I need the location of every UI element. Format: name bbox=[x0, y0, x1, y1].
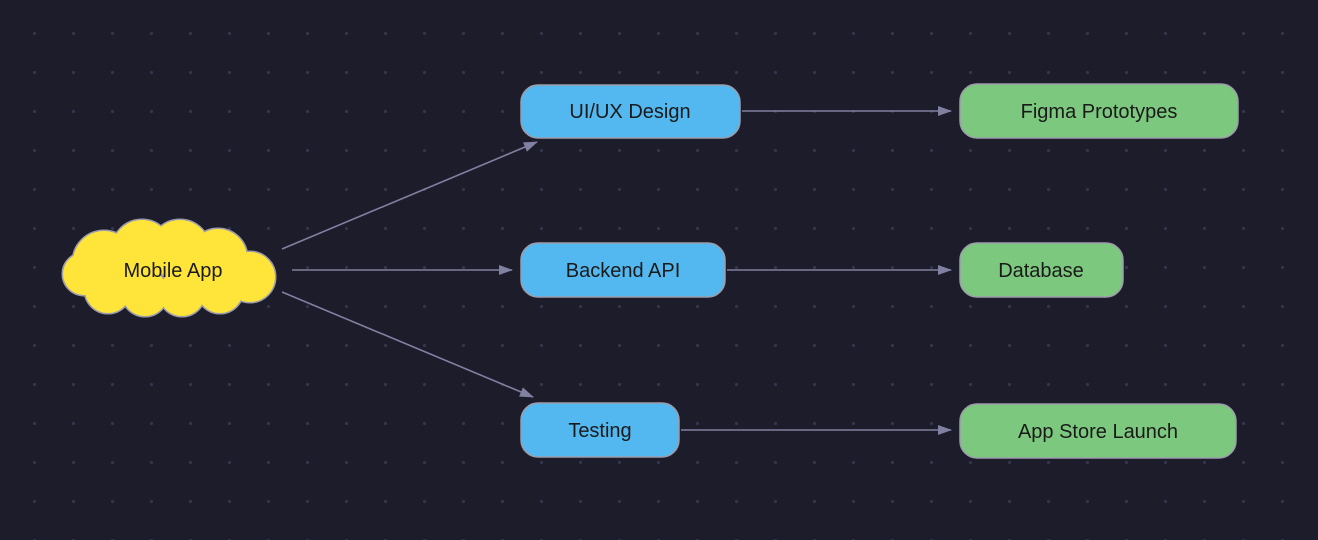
node-testing[interactable]: Testing bbox=[520, 402, 680, 458]
node-app-store-launch[interactable]: App Store Launch bbox=[959, 403, 1237, 459]
node-label: Database bbox=[998, 260, 1084, 282]
node-label: Figma Prototypes bbox=[1021, 101, 1178, 123]
rounded-rect bbox=[520, 84, 741, 139]
node-backend-api[interactable]: Backend API bbox=[520, 242, 726, 298]
node-label: Mobile App bbox=[124, 260, 223, 282]
rounded-rect bbox=[959, 83, 1239, 139]
rounded-rect bbox=[520, 402, 680, 458]
node-database[interactable]: Database bbox=[959, 242, 1124, 298]
node-label: App Store Launch bbox=[1018, 421, 1178, 443]
edge-mobile-app-to-testing[interactable] bbox=[281, 291, 534, 398]
node-label: UI/UX Design bbox=[569, 101, 690, 123]
cloud-shape bbox=[63, 220, 275, 316]
node-label: Testing bbox=[568, 420, 631, 442]
node-mobile-app[interactable]: Mobile App bbox=[61, 218, 277, 318]
rounded-rect bbox=[959, 403, 1237, 459]
node-figma-prototypes[interactable]: Figma Prototypes bbox=[959, 83, 1239, 139]
rounded-rect bbox=[520, 242, 726, 298]
node-label: Backend API bbox=[566, 260, 681, 282]
rounded-rect bbox=[959, 242, 1124, 298]
edge-mobile-app-to-uiux-design[interactable] bbox=[281, 141, 538, 250]
node-uiux-design[interactable]: UI/UX Design bbox=[520, 84, 741, 139]
